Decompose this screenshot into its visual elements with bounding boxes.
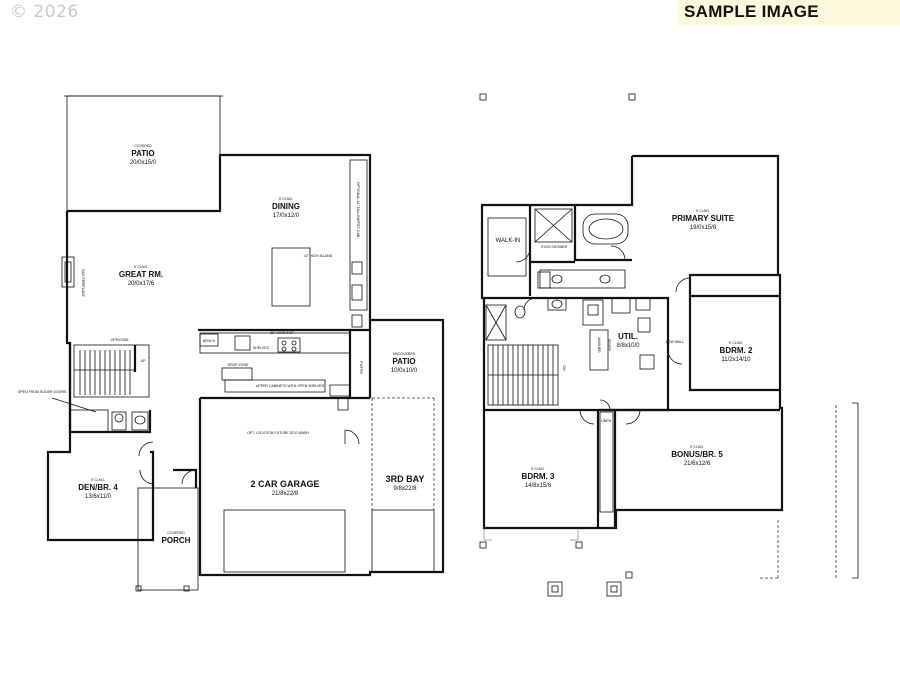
upper-cabinets-note: UPPER CABINETS WITH OPEN SHELVES (256, 384, 325, 388)
dining-name: DINING (272, 202, 300, 211)
bdrm3-dims: 14/8x15/8 (525, 483, 552, 489)
uncovered-patio-dims: 10/0x10/0 (391, 368, 418, 374)
great-room-dims: 20/0x17/6 (128, 281, 155, 287)
garage-name: 2 CAR GARAGE (250, 479, 319, 489)
porch-outline (137, 487, 199, 591)
den-dims: 13/6x11/0 (85, 494, 112, 500)
shower-note: 5'X3'6 SHOWER (541, 245, 568, 249)
island-note: 42" HIGH ISLAND (304, 254, 333, 258)
util-dims: 8/8x10/0 (616, 343, 640, 349)
uncovered-patio-ceiling: UNCOVERED (393, 352, 416, 356)
stair-rail-note: OPEN RAIL (111, 338, 130, 342)
covered-patio-name: PATIO (131, 149, 154, 158)
sliding-doors-note: OPEN FROM SLIDER DOORS (18, 390, 67, 394)
primary-suite-dims: 19/0x15/8 (690, 225, 717, 231)
great-room-name: GREAT RM. (119, 270, 163, 279)
sample-banner (678, 0, 900, 26)
main-floor-plan (46, 95, 445, 592)
bdrm2-ceiling: 9' CLNG. (729, 341, 743, 345)
drop-zone-note: DROP ZONE (228, 363, 249, 367)
shelves-note: SHELVES (253, 346, 270, 350)
garage-door (223, 509, 346, 573)
covered-patio-ceiling: COVERED (134, 144, 152, 148)
dining-dims: 17/0x12/0 (273, 213, 300, 219)
bonus-dims: 21/6x12/6 (684, 461, 711, 467)
util-name: UTIL. (618, 332, 638, 341)
primary-suite-ceiling: 9' CLNG. (696, 209, 710, 213)
upper-floor-plan (479, 93, 859, 597)
third-bay-name: 3RD BAY (386, 474, 425, 484)
third-bay-door (371, 509, 435, 573)
bdrm3-ceiling: 9' CLNG. (531, 467, 545, 471)
bonus-name: BONUS/BR. 5 (671, 450, 723, 459)
bdrm2-dims: 11/2x14/10 (721, 357, 751, 363)
walk-in-name: WALK-IN (496, 238, 521, 244)
dn-note: DN (562, 365, 566, 371)
dryer-note: DRYER (607, 339, 611, 352)
fireplace (61, 256, 75, 288)
kitchen-island (271, 247, 311, 307)
porch-ceiling: COVERED (167, 531, 185, 535)
main-stairs (73, 344, 150, 398)
main-floor-exterior-wall (46, 153, 445, 577)
upper-stairs (487, 344, 559, 406)
dog-wash-note: OPT. LOCATION FUTURE DOG WASH (247, 431, 309, 435)
den-ceiling: 9' CLNG. (91, 478, 105, 482)
cooktop-note: 36" COOKTOP (270, 331, 294, 335)
sample-banner-label: SAMPLE IMAGE (684, 2, 819, 21)
den-name: DEN/BR. 4 (78, 483, 118, 492)
bench-note: BENCH (203, 339, 216, 343)
great-room-ceiling: 9' CLNG. (134, 265, 148, 269)
porch-name: PORCH (162, 536, 191, 545)
linen-note: LINEN (601, 419, 612, 423)
third-bay-dims: 9/8x22/8 (393, 486, 417, 492)
bdrm3-name: BDRM. 3 (522, 472, 555, 481)
bonus-ceiling: 9' CLNG. (690, 445, 704, 449)
dining-ceiling: 9' CLNG. (279, 197, 293, 201)
fireplace-note: GAS FIREPLACE (81, 269, 85, 297)
uncovered-patio-name: PATIO (392, 357, 415, 366)
pantry-name: PNTRY. (359, 361, 364, 375)
low-wall-note: LOW WALL (666, 340, 684, 344)
up-note: UP (141, 359, 147, 363)
copyright-watermark: © 2026 (10, 2, 79, 22)
primary-suite-name: PRIMARY SUITE (672, 214, 735, 223)
bdrm2-name: BDRM. 2 (720, 346, 753, 355)
buffet-note: OPTIONAL 42" TALL BUFFET CAB. (356, 182, 360, 238)
covered-patio-dims: 20/0x15/0 (130, 160, 157, 166)
garage-dims: 21/8x22/8 (272, 491, 299, 497)
washer-note: WASHER (597, 337, 601, 353)
